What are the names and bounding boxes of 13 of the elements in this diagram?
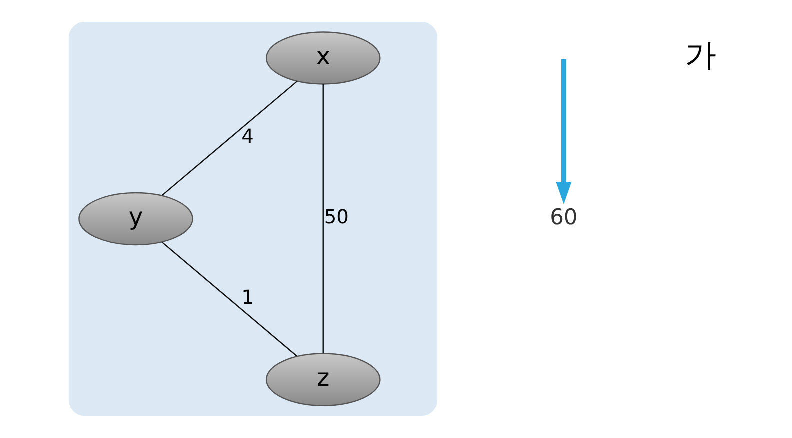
edge-label: 1 <box>241 286 254 309</box>
node-ellipse: z <box>265 353 380 406</box>
connector <box>162 80 298 196</box>
node-ellipse: y <box>78 192 193 246</box>
arrow <box>556 60 572 204</box>
edge-label: 4 <box>241 125 254 148</box>
edge-label: 50 <box>324 206 348 229</box>
node-text: 60 <box>550 205 578 230</box>
node-ellipse: x <box>265 32 380 85</box>
connector <box>161 242 297 357</box>
label: 가 <box>684 38 716 74</box>
cluster <box>68 22 438 416</box>
connector <box>322 84 324 354</box>
